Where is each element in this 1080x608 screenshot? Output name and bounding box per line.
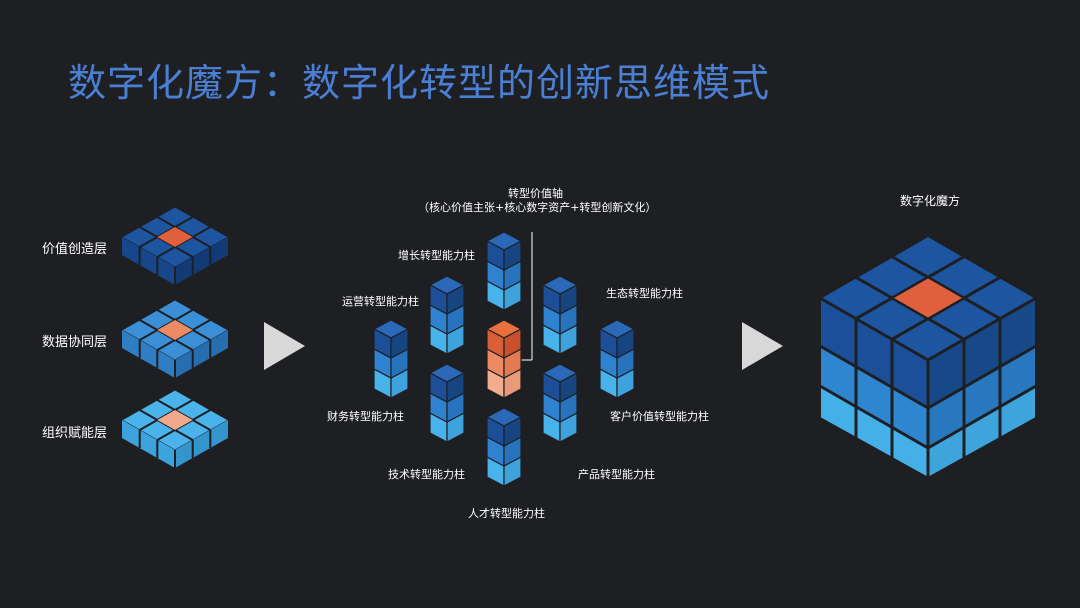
pillar-technology bbox=[430, 364, 464, 442]
pillar-label-operations: 运营转型能力柱 bbox=[342, 295, 419, 308]
cube-center-highlight bbox=[894, 278, 962, 318]
arrow-right-icon-1 bbox=[264, 322, 305, 370]
arrow-right-icon-2 bbox=[742, 322, 783, 370]
layer-label-organization-enablement: 组织赋能层 bbox=[42, 426, 108, 441]
pillar-label-technology: 技术转型能力柱 bbox=[388, 468, 465, 481]
digital-rubiks-cube bbox=[819, 234, 1037, 480]
layer-value-creation bbox=[120, 206, 230, 285]
pillar-growth bbox=[487, 232, 521, 310]
pillar-customer bbox=[600, 320, 634, 398]
cube-title: 数字化魔方 bbox=[900, 194, 961, 208]
axis-subtitle: （核心价值主张+核心数字资产+转型创新文化） bbox=[418, 201, 657, 214]
layer-label-value-creation: 价值创造层 bbox=[42, 242, 108, 257]
pillar-label-finance: 财务转型能力柱 bbox=[327, 410, 404, 423]
layer-organization-enablement bbox=[120, 389, 230, 468]
layer-data-collaboration bbox=[120, 299, 230, 378]
pillar-label-talent: 人才转型能力柱 bbox=[468, 507, 545, 520]
pillar-label-customer: 客户价值转型能力柱 bbox=[610, 410, 709, 423]
pillar-talent bbox=[487, 408, 521, 486]
pillar-finance bbox=[374, 320, 408, 398]
pillar-ecosystem bbox=[543, 276, 577, 354]
pillar-core-value bbox=[487, 320, 521, 398]
pillar-product bbox=[543, 364, 577, 442]
layer-label-data-collaboration: 数据协同层 bbox=[42, 335, 108, 350]
pillar-label-growth: 增长转型能力柱 bbox=[398, 249, 475, 262]
pillar-operations bbox=[430, 276, 464, 354]
axis-title: 转型价值轴 bbox=[508, 187, 563, 200]
pillar-label-product: 产品转型能力柱 bbox=[578, 468, 655, 481]
pillar-label-ecosystem: 生态转型能力柱 bbox=[606, 287, 683, 300]
page-title: 数字化魔方：数字化转型的创新思维模式 bbox=[68, 61, 771, 105]
